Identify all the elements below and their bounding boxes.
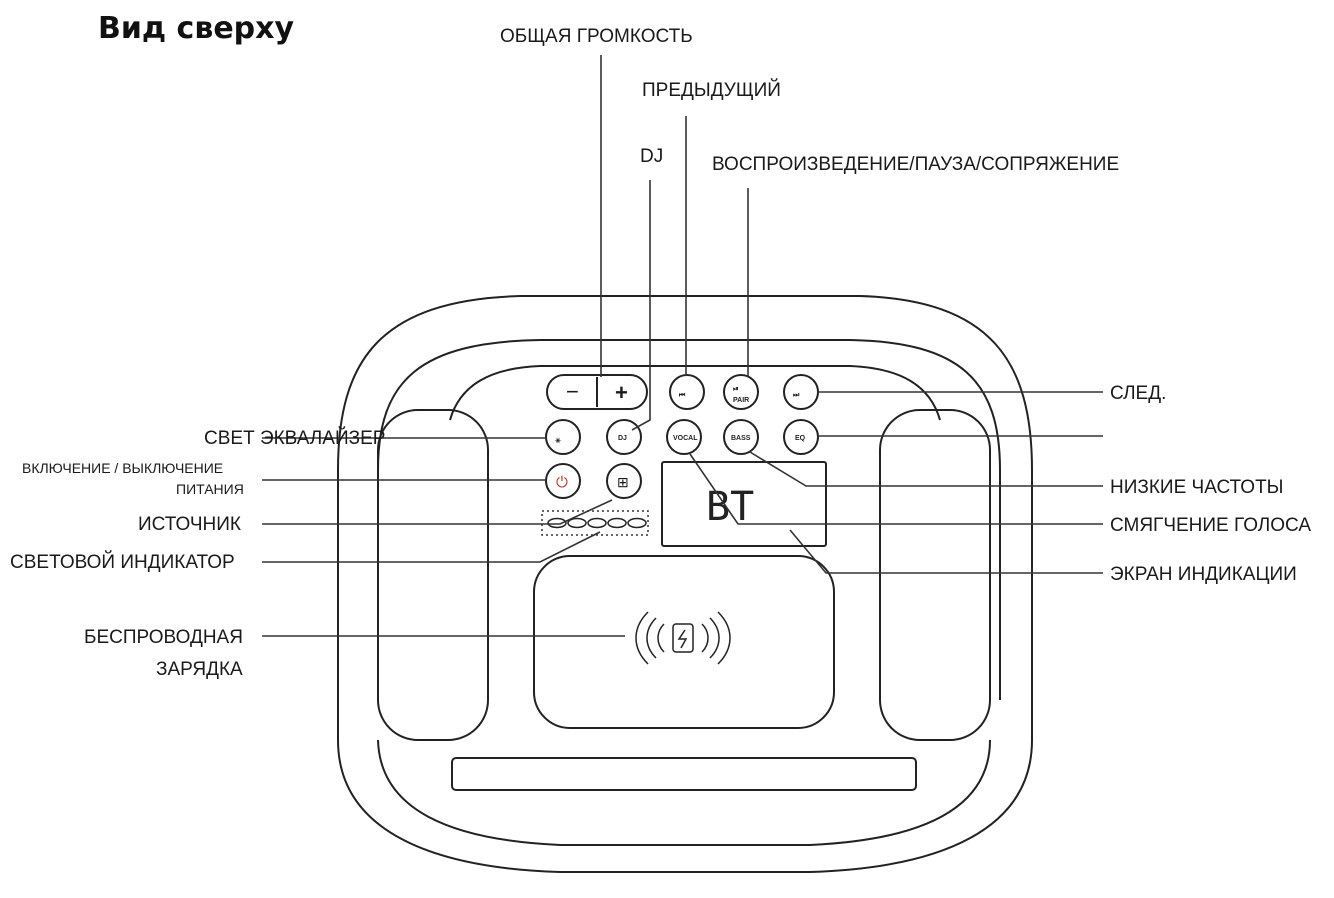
label-source: ИСТОЧНИК [138,514,241,535]
volume-up-button[interactable]: + [615,380,628,405]
previous-icon: ⏮ [679,392,686,399]
dj-button-label: DJ [618,435,627,442]
led-4 [607,517,627,529]
power-button[interactable] [545,463,581,499]
label-previous: ПРЕДЫДУЩИЙ [642,79,781,101]
label-master-volume: ОБЩАЯ ГРОМКОСТЬ [500,26,693,47]
source-icon: ⊞ [617,474,629,490]
vocal-button-label: VOCAL [673,435,698,442]
speaker-body: BT [337,295,1033,873]
leader-light-indicator [262,531,601,563]
diagram-title: Вид сверху [98,11,294,46]
label-light-eq: СВЕТ ЭКВАЛАЙЗЕР [204,427,385,449]
top-handle-inner [377,339,1001,700]
eq-button[interactable] [783,419,819,455]
leader-vocal [689,453,1103,525]
label-power-line2: ПИТАНИЯ [176,481,244,497]
control-buttons: − + ⏮ ⏯ PAIR ⏭ ✳ DJ VOCAL BASS EQ ⏻ ⊞ [545,374,819,499]
label-power-line1: ВКЛЮЧЕНИЕ / ВЫКЛЮЧЕНИЕ [22,460,223,476]
bottom-slot [451,757,917,791]
light-indicator-leds [547,517,647,529]
led-1 [547,517,567,529]
label-next: СЛЕД. [1110,383,1166,404]
next-button[interactable] [783,374,819,410]
play-pause-icon: ⏯ [733,386,739,393]
light-indicator-frame [541,510,649,536]
led-3 [587,517,607,529]
leader-lines [262,55,1103,637]
leader-dj [631,180,651,431]
label-vocal-soften: СМЯГЧЕНИЕ ГОЛОСА [1110,515,1311,536]
label-bass: НИЗКИЕ ЧАСТОТЫ [1110,477,1284,498]
callout-labels: ОБЩАЯ ГРОМКОСТЬ ПРЕДЫДУЩИЙ DJ ВОСПРОИЗВЕ… [10,26,1311,680]
bass-button-label: BASS [731,435,751,442]
eq-button-label: EQ [795,435,806,442]
top-handle-outer [337,295,1033,700]
label-wireless-line1: БЕСПРОВОДНАЯ [84,627,243,648]
previous-button[interactable] [669,374,705,410]
left-grip [377,409,489,741]
label-display-screen: ЭКРАН ИНДИКАЦИИ [1110,564,1297,585]
source-button[interactable] [606,463,642,499]
wireless-charging-icon [635,611,731,665]
label-dj: DJ [640,146,663,167]
light-eq-button[interactable] [545,419,581,455]
wireless-charging-pad [533,555,835,729]
leader-display [789,529,1103,574]
display-text: BT [706,484,754,530]
volume-down-button[interactable]: − [566,379,579,404]
label-light-indicator: СВЕТОВОЙ ИНДИКАТОР [10,551,235,573]
leader-source [262,499,613,525]
bottom-body-inner [377,739,991,846]
display-screen [661,461,827,547]
right-grip [879,409,991,741]
play-pause-pair-button[interactable] [723,374,759,410]
light-star-icon: ✳ [555,437,561,445]
label-play-pause-pair: ВОСПРОИЗВЕДЕНИЕ/ПАУЗА/СОПРЯЖЕНИЕ [712,154,1119,175]
label-wireless-line2: ЗАРЯДКА [156,659,243,680]
dj-button[interactable] [606,419,642,455]
pair-icon-label: PAIR [733,397,749,404]
vocal-button[interactable] [666,419,702,455]
power-icon: ⏻ [556,474,568,491]
leader-bass [749,451,1103,487]
bottom-body-outer [337,700,1033,873]
next-icon: ⏭ [793,392,800,399]
led-2 [567,517,587,529]
bass-button[interactable] [723,419,759,455]
led-5 [627,517,647,529]
